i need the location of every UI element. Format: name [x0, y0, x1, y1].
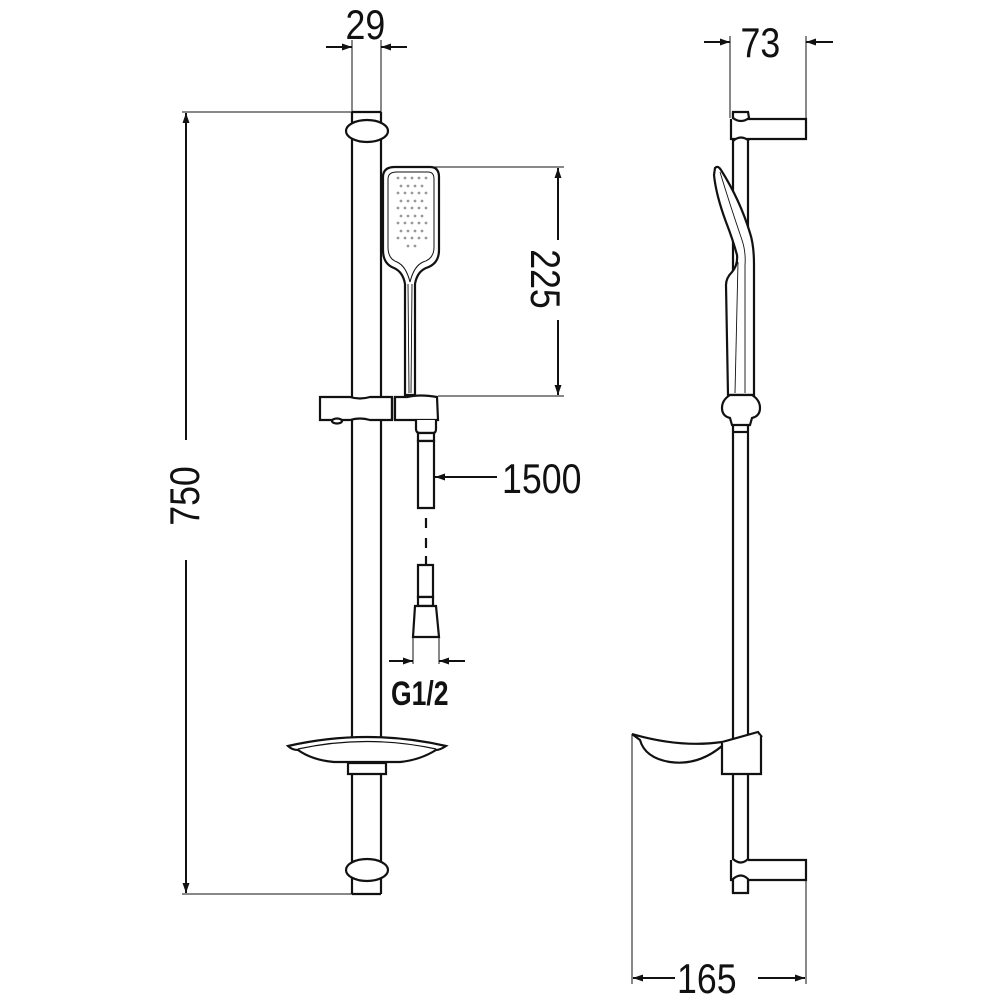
- soap-dish-depth-label: 165: [677, 955, 737, 1002]
- side-dimension-lines: [632, 36, 833, 984]
- shower-hose: [418, 433, 434, 564]
- rail-diameter-label: 29: [345, 1, 386, 48]
- hose-thread-label: G1/2: [391, 675, 449, 713]
- hose-length-label: 1500: [502, 455, 582, 502]
- side-bottom-bracket: [731, 859, 806, 893]
- side-holder: [722, 395, 760, 432]
- soap-dish: [288, 737, 446, 774]
- front-dimension-lines: [182, 40, 564, 894]
- wall-offset-label: 73: [740, 19, 781, 66]
- rail-length-label: 750: [161, 466, 209, 526]
- hose-connector: [413, 565, 439, 637]
- side-view: [632, 112, 806, 893]
- side-soap-dish: [632, 732, 761, 774]
- hand-shower-head: [383, 167, 439, 397]
- spray-nozzles: [396, 176, 428, 248]
- front-view: [288, 112, 446, 894]
- slide-rail: [352, 112, 381, 894]
- bottom-wall-bracket: [346, 859, 388, 881]
- side-top-bracket: [731, 112, 806, 141]
- side-hand-shower: [714, 167, 754, 395]
- top-wall-bracket: [346, 120, 388, 142]
- sliding-holder: [320, 396, 438, 434]
- hand-shower-length-label: 225: [522, 249, 570, 309]
